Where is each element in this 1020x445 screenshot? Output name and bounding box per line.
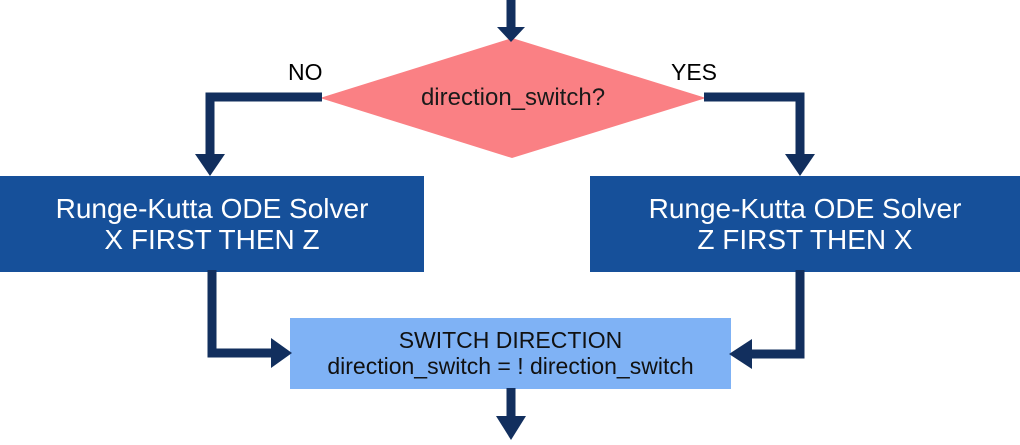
no-branch-connector — [195, 92, 322, 176]
process-right-shape — [590, 176, 1020, 272]
exit-arrow-connector — [496, 388, 526, 440]
yes-branch-connector — [704, 92, 815, 176]
right-to-switch-connector — [729, 270, 805, 369]
entry-arrow-connector — [497, 0, 525, 42]
process-left-shape — [0, 176, 424, 272]
decision-diamond-shape — [320, 38, 706, 158]
switch-direction-shape — [290, 318, 731, 389]
left-to-switch-connector — [207, 270, 292, 368]
